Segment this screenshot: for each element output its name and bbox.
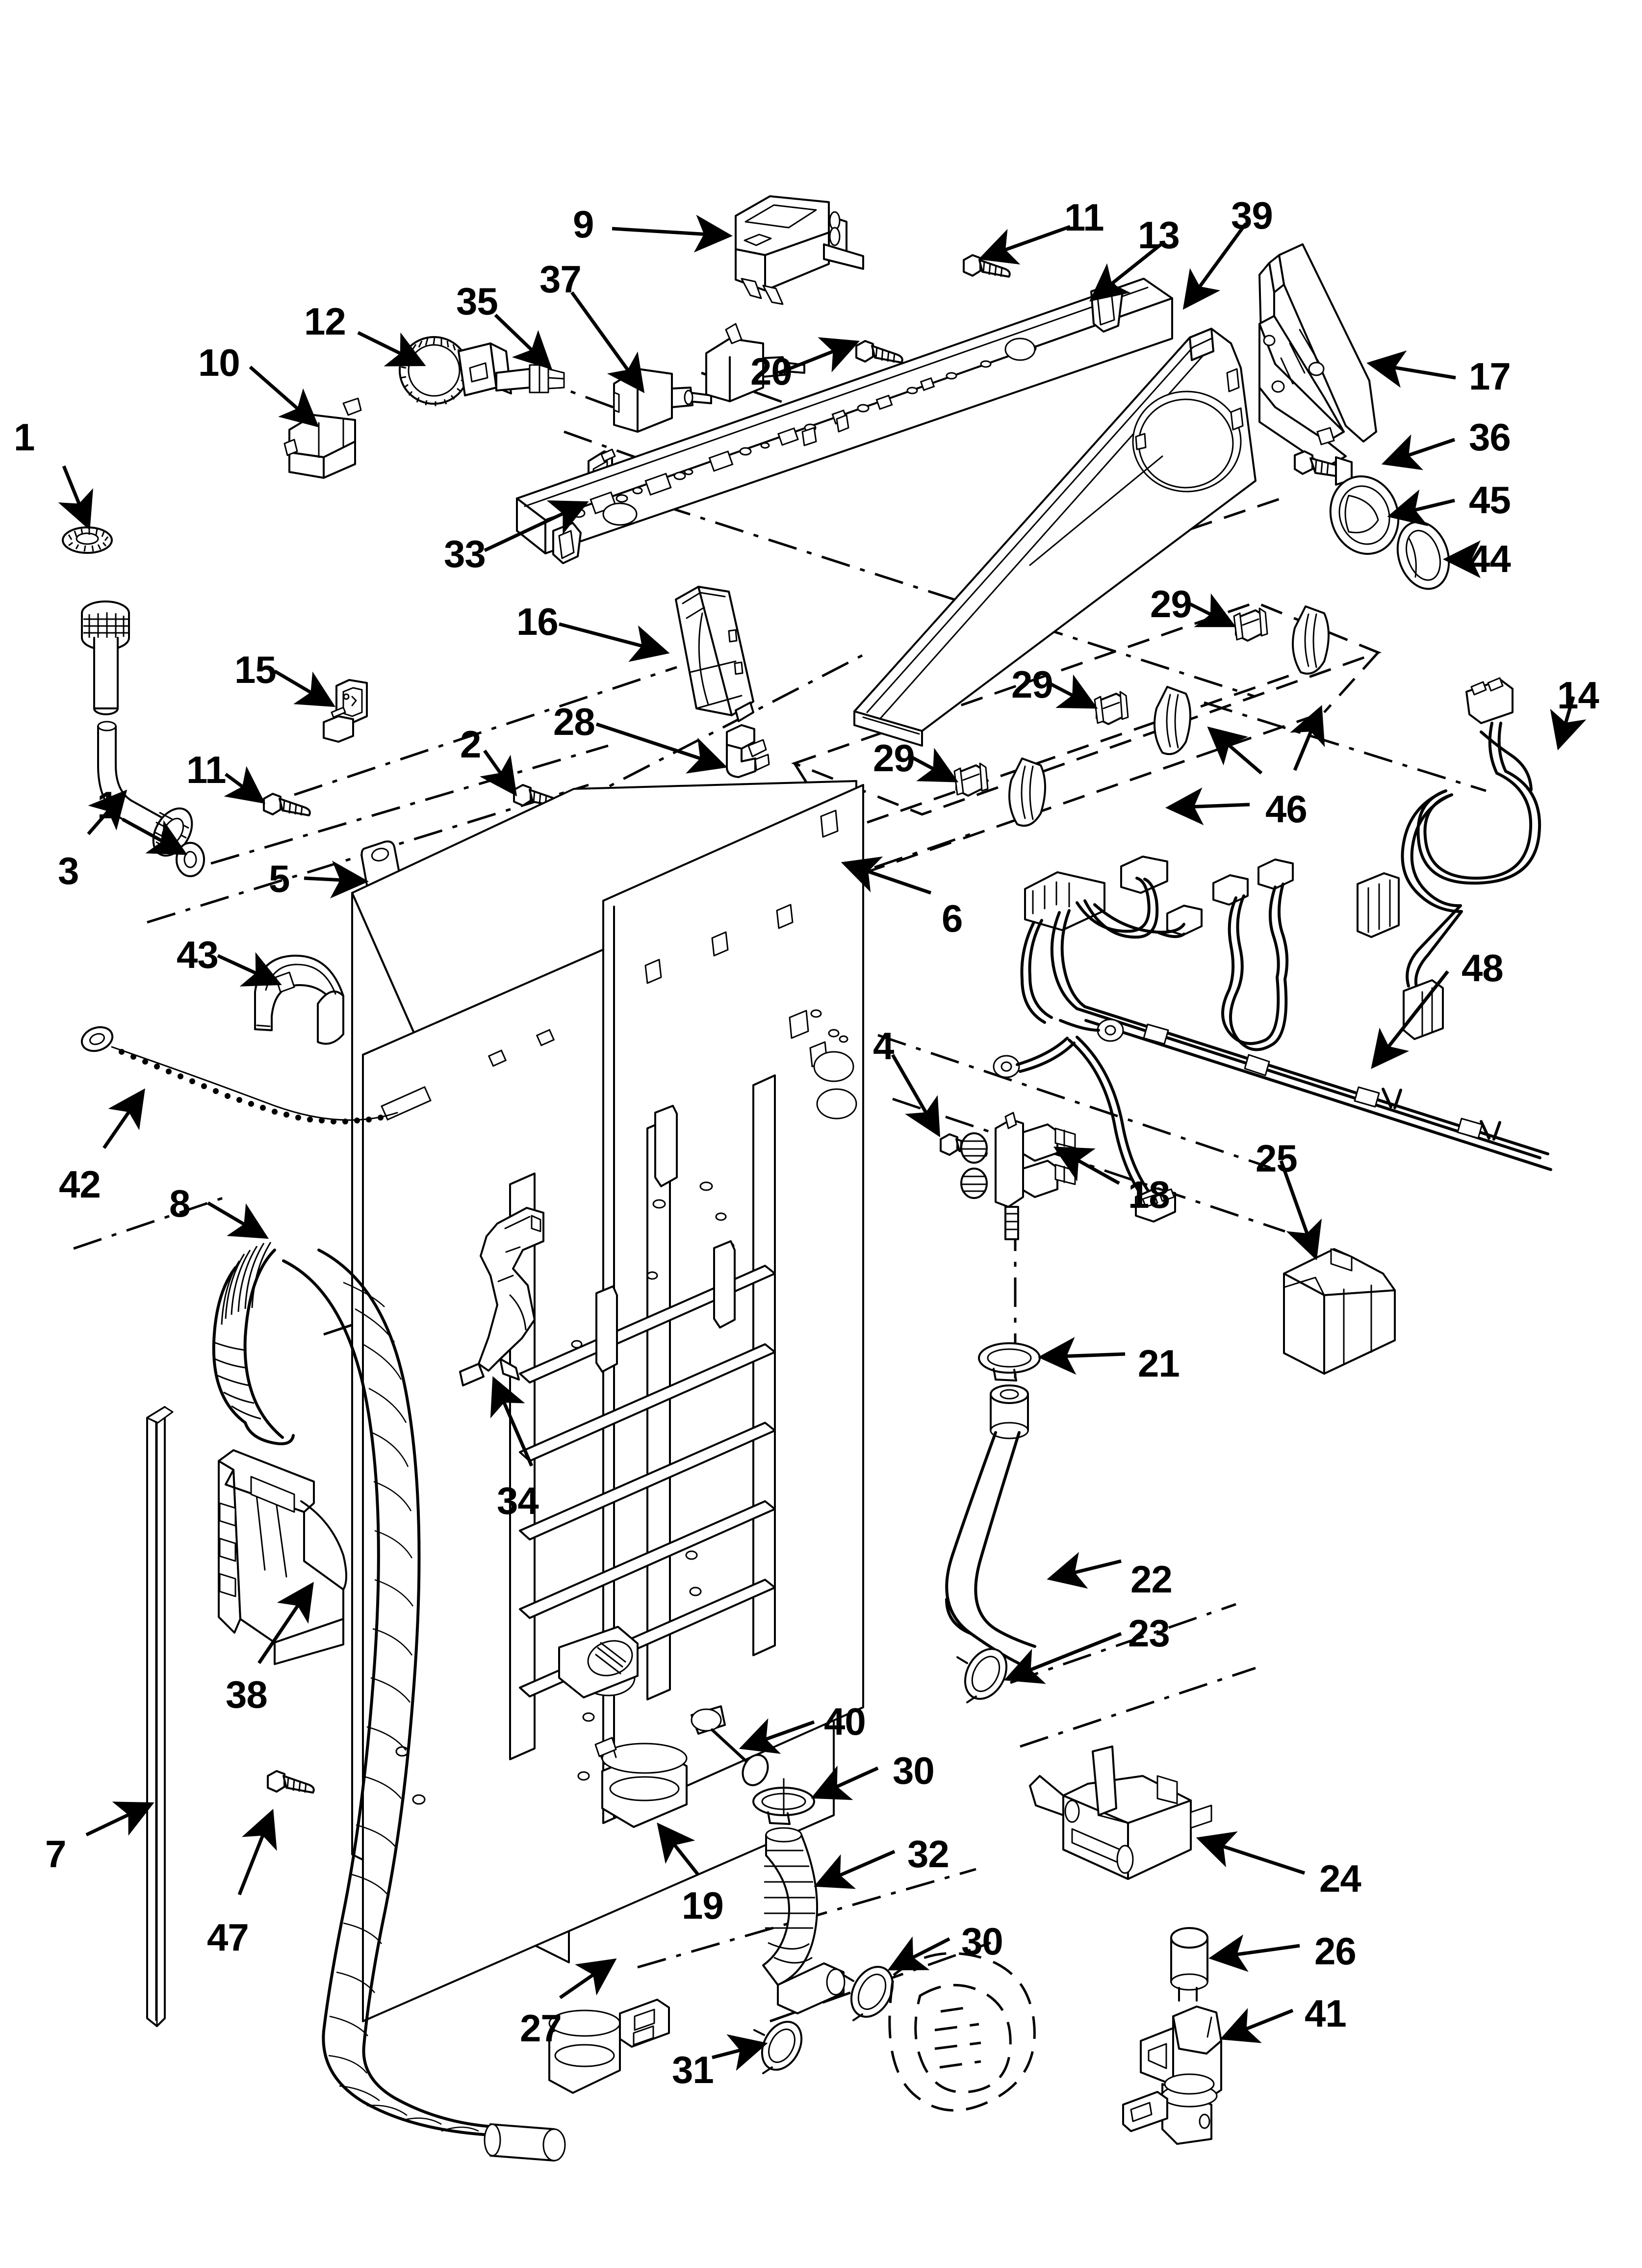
callout-34: 34: [497, 1479, 539, 1522]
screw-part-20-fastener: [855, 340, 903, 364]
callout-10: 10: [198, 341, 240, 384]
guide-part-38: [218, 1449, 347, 1665]
callout-27: 27: [520, 2007, 562, 2050]
timer-part-9: [735, 195, 864, 305]
callout-11-left: 11: [186, 748, 226, 791]
callout-30-lower: 30: [961, 1920, 1003, 1963]
callout-42: 42: [59, 1163, 101, 1206]
callout-14: 14: [1557, 674, 1599, 717]
callout-1-left: 1: [97, 783, 118, 827]
motor-phantom-outline: [888, 1952, 1036, 2112]
callout-9: 9: [573, 203, 594, 246]
callout-22: 22: [1130, 1558, 1173, 1601]
console-rear-panel-part-13: [516, 278, 1173, 564]
ring-part-44: [1396, 521, 1450, 590]
hose-cuff-part-27: [548, 1999, 670, 2094]
pump-part-41: [1122, 2006, 1222, 2145]
switch-part-15: [323, 679, 368, 743]
clip-part-28: [726, 724, 770, 778]
callout-45: 45: [1469, 478, 1511, 521]
callout-44: 44: [1469, 537, 1511, 580]
dispenser-part-16: [675, 586, 754, 722]
power-cord-part-14: [1401, 677, 1541, 1040]
screw-part-47: [267, 1770, 315, 1794]
clip-part-29-a: [1233, 607, 1268, 642]
clamp-part-30-upper: [752, 1778, 815, 1825]
trim-strip-part-7: [146, 1406, 174, 2027]
callout-17: 17: [1469, 355, 1511, 398]
leader-lines: [58, 214, 1587, 2071]
callout-28: 28: [553, 700, 595, 743]
clip-part-29-c: [953, 762, 989, 797]
callout-37: 37: [539, 258, 582, 301]
callout-32: 32: [907, 1832, 949, 1876]
pump-housing-part-24: [1029, 1746, 1212, 1880]
knob-part-46-c: [1008, 757, 1046, 827]
clamp-part-31: [753, 2021, 803, 2074]
callout-5: 5: [269, 857, 290, 900]
clamp-part-23: [956, 1648, 1008, 1703]
clip-part-29-b: [1094, 691, 1129, 725]
callout-47: 47: [207, 1916, 249, 1959]
clamp-part-30-lower: [843, 1966, 894, 2021]
callout-35: 35: [456, 280, 498, 323]
washer-part-1-top: [62, 526, 113, 554]
callout-19: 19: [682, 1884, 724, 1927]
wire-shield-part-25: [1283, 1248, 1396, 1375]
callout-46: 46: [1265, 787, 1308, 831]
screw-part-11-left: [263, 793, 311, 816]
callout-7: 7: [45, 1832, 66, 1876]
callout-18: 18: [1128, 1173, 1170, 1216]
knob-part-45: [1329, 475, 1400, 555]
callout-25: 25: [1256, 1137, 1298, 1180]
callout-30-upper: 30: [893, 1749, 935, 1792]
callout-3: 3: [58, 849, 79, 892]
knob-part-46-b: [1154, 686, 1191, 756]
callout-43: 43: [177, 933, 219, 976]
water-valve-part-18: [960, 1112, 1076, 1240]
callout-13: 13: [1138, 213, 1180, 257]
callout-39: 39: [1231, 194, 1273, 237]
callout-11-top: 11: [1064, 196, 1104, 239]
callout-4: 4: [873, 1024, 894, 1068]
tie-part-42: [80, 1026, 398, 1124]
latch-part-34: [459, 1207, 544, 1386]
callout-16: 16: [516, 600, 559, 643]
hinge-arm-part-17: [1258, 243, 1377, 468]
callout-15: 15: [234, 648, 277, 691]
callout-23: 23: [1128, 1612, 1170, 1655]
callout-29-c: 29: [873, 736, 915, 780]
callout-6: 6: [942, 897, 963, 940]
wire-harness-part-48: [993, 856, 1552, 1223]
callout-38: 38: [226, 1673, 268, 1716]
callout-8: 8: [169, 1182, 190, 1225]
callout-29-b: 29: [1011, 663, 1053, 706]
callout-31: 31: [672, 2048, 714, 2091]
washer-part-1-left: [176, 842, 205, 877]
callout-24: 24: [1319, 1857, 1361, 1900]
callout-12: 12: [304, 300, 346, 343]
callout-29-a: 29: [1150, 582, 1192, 626]
knob-part-46-a: [1292, 605, 1330, 675]
opening-lower: [558, 1626, 639, 1698]
callout-21: 21: [1138, 1342, 1180, 1385]
bellows-hose-part-32: [762, 1827, 846, 2014]
callout-26: 26: [1314, 1929, 1357, 1973]
drain-hose-part-8: [212, 1242, 566, 2162]
callout-40: 40: [824, 1700, 866, 1743]
callout-41: 41: [1305, 1992, 1347, 2035]
callout-2: 2: [460, 723, 481, 766]
callout-20: 20: [750, 350, 793, 393]
clip-part-40: [691, 1705, 769, 1786]
callout-1-top: 1: [14, 416, 35, 459]
capacitor-part-26: [1170, 1927, 1208, 2002]
callout-36: 36: [1469, 416, 1511, 459]
clamp-part-19: [594, 1737, 688, 1828]
console-front-panel-part-39: [853, 328, 1257, 747]
callout-48: 48: [1462, 946, 1504, 990]
callout-33: 33: [444, 532, 486, 575]
